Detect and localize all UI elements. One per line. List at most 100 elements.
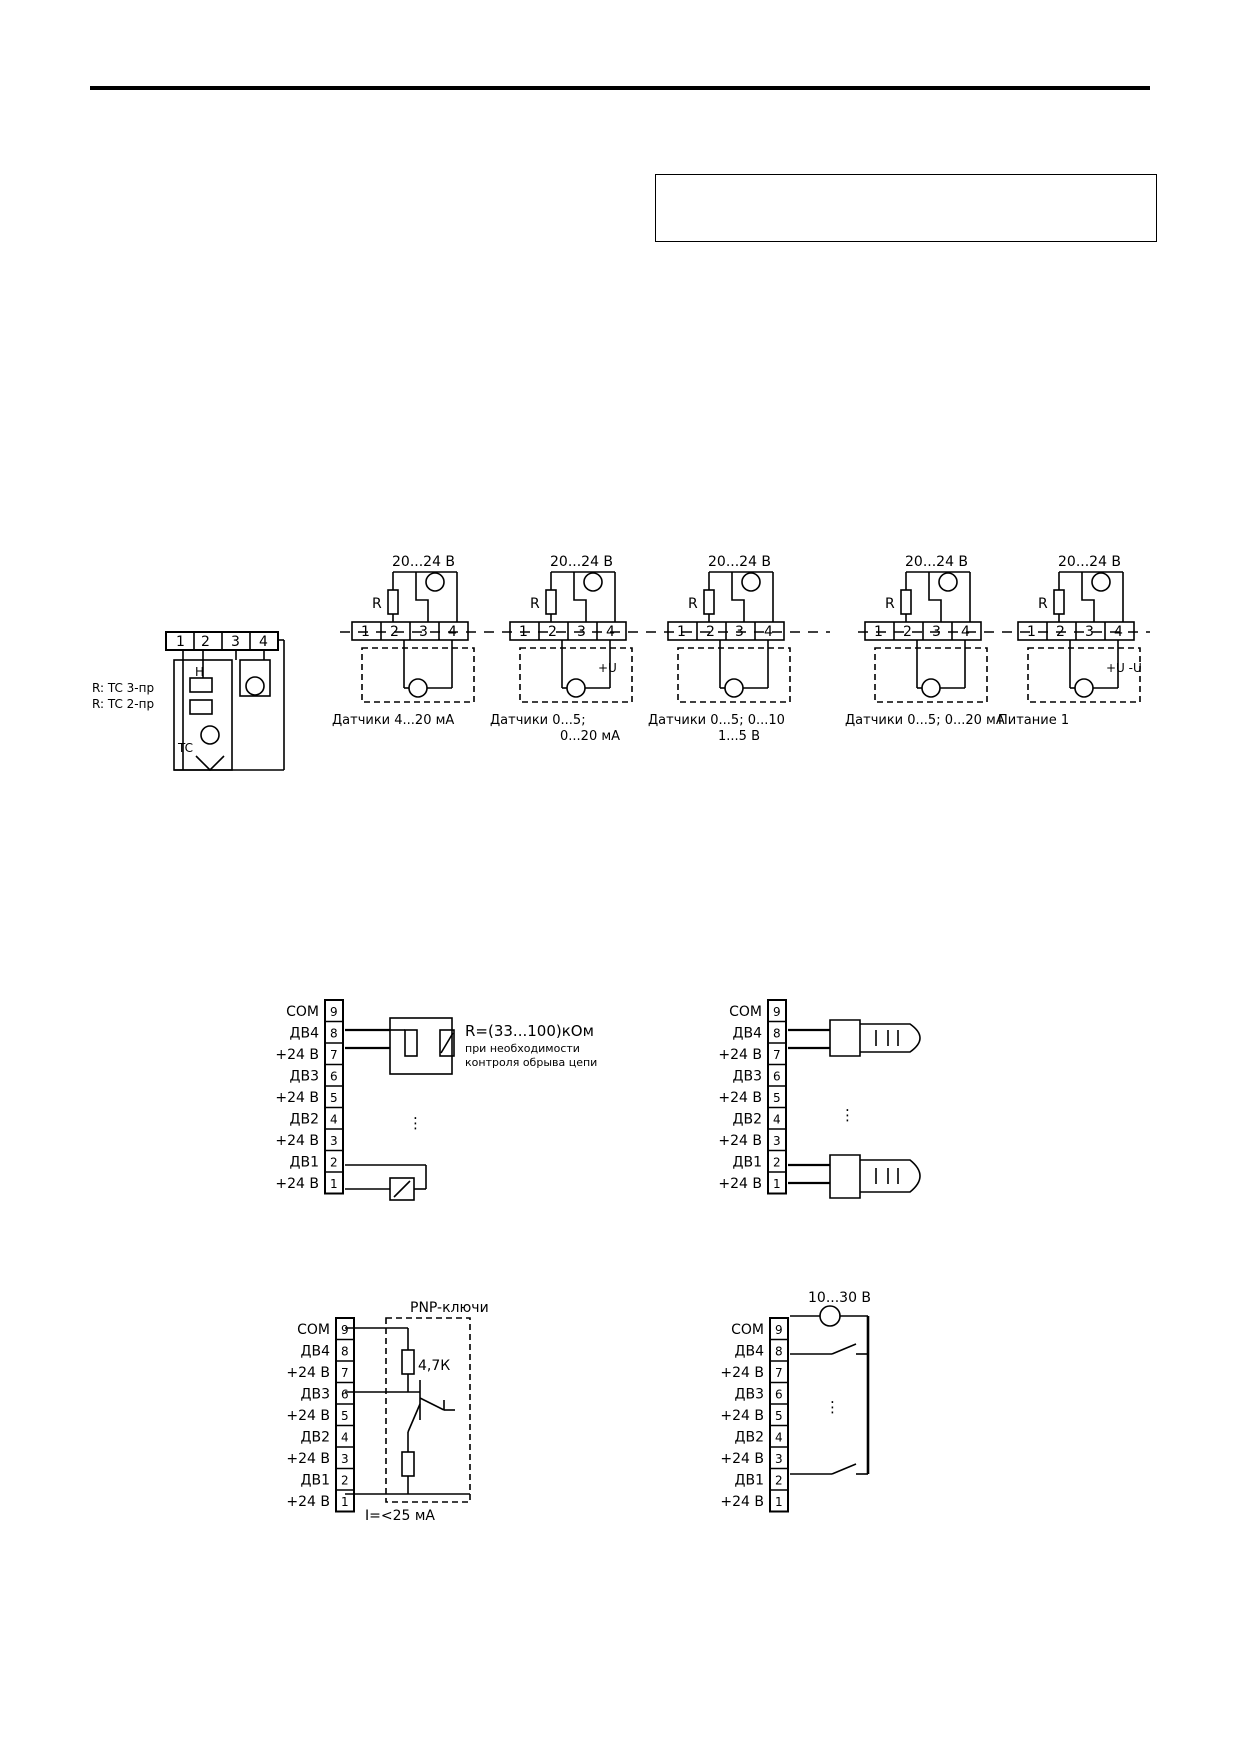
strip-label: +24 В xyxy=(718,1090,762,1106)
strip-number: 2 xyxy=(341,1474,349,1488)
strip-number: 9 xyxy=(341,1323,349,1337)
terminal-number: 4 xyxy=(606,624,615,640)
strip-label: ДВ1 xyxy=(735,1473,764,1489)
strip-label: +24 В xyxy=(720,1365,764,1381)
terminal-number: 4 xyxy=(764,624,773,640)
strip-label: +24 В xyxy=(275,1090,319,1106)
rtd-label-3wire: R: TC 3-пр xyxy=(92,681,154,695)
resistor-note: R=(33...100)кОм xyxy=(465,1022,594,1040)
strip-label: +24 В xyxy=(275,1047,319,1063)
strip-label: COM xyxy=(286,1004,319,1020)
pnp-diagram xyxy=(345,1317,471,1503)
terminal-number: 4 xyxy=(1114,624,1123,640)
terminal-number: 1 xyxy=(519,624,528,640)
unit-caption: Датчики 0...5; 0...10 xyxy=(648,713,785,728)
rtd-tc-label: TC xyxy=(177,741,193,755)
unit-extra-label: +U xyxy=(598,661,617,675)
optocoupler-diagram xyxy=(788,1019,921,1199)
strip-number: 3 xyxy=(330,1134,338,1148)
terminal-number: 1 xyxy=(677,624,686,640)
supply-label: 20...24 В xyxy=(550,554,613,570)
unit-caption-2: 0...20 мА xyxy=(560,729,620,744)
strip-number: 4 xyxy=(773,1113,781,1127)
ellipsis-3: ⋮ xyxy=(825,1398,840,1416)
pnp-current-label: I=<25 мА xyxy=(365,1508,435,1524)
external-supply-label: 10...30 В xyxy=(808,1290,871,1306)
resistor-label: R xyxy=(372,596,382,612)
strip-number: 4 xyxy=(330,1113,338,1127)
strip-number: 2 xyxy=(775,1474,783,1488)
strip-number: 5 xyxy=(773,1091,781,1105)
strip-number: 5 xyxy=(341,1409,349,1423)
strip-number: 7 xyxy=(775,1366,783,1380)
strip-number: 1 xyxy=(773,1177,781,1191)
strip-number: 8 xyxy=(773,1027,781,1041)
terminal-number: 2 xyxy=(1056,624,1065,640)
pnp-resistor-label: 4,7К xyxy=(418,1358,450,1374)
strip-number: 1 xyxy=(330,1177,338,1191)
strip-number: 8 xyxy=(341,1345,349,1359)
strip-label: ДВ2 xyxy=(733,1112,762,1128)
strip-number: 6 xyxy=(773,1070,781,1084)
strip-label: ДВ2 xyxy=(735,1430,764,1446)
strip-label: ДВ4 xyxy=(733,1026,763,1042)
strip-number: 3 xyxy=(773,1134,781,1148)
strip-label: COM xyxy=(729,1004,762,1020)
unit-caption: Датчики 0...5; xyxy=(490,713,586,728)
strip-label: +24 В xyxy=(286,1365,330,1381)
terminal-number: 1 xyxy=(874,624,883,640)
strip-number: 5 xyxy=(775,1409,783,1423)
strip-number: 8 xyxy=(330,1027,338,1041)
terminal-number: 1 xyxy=(361,624,370,640)
strip-number: 6 xyxy=(330,1070,338,1084)
strip-label: ДВ1 xyxy=(301,1473,330,1489)
strip-number: 3 xyxy=(341,1452,349,1466)
strip-number: 5 xyxy=(330,1091,338,1105)
terminal-number: 3 xyxy=(735,624,744,640)
external-supply-diagram xyxy=(790,1305,870,1475)
strip-number: 2 xyxy=(773,1156,781,1170)
strip-number: 7 xyxy=(773,1048,781,1062)
strip-label: ДВ2 xyxy=(301,1430,330,1446)
strip-number: 6 xyxy=(341,1388,349,1402)
strip-label: ДВ2 xyxy=(290,1112,319,1128)
unit-caption: Питание 1 xyxy=(998,713,1069,728)
rtd-terminal-numbers: 1 2 3 4 xyxy=(176,634,268,650)
strip-label: +24 В xyxy=(286,1494,330,1510)
resistor-label: R xyxy=(688,596,698,612)
strip-number: 9 xyxy=(773,1005,781,1019)
strip-label: ДВ4 xyxy=(735,1344,765,1360)
strip-label: +24 В xyxy=(275,1176,319,1192)
terminal-number: 2 xyxy=(390,624,399,640)
resistor-note-2: при необходимости xyxy=(465,1042,580,1055)
ellipsis-1: ⋮ xyxy=(408,1114,423,1132)
strip-label: +24 В xyxy=(718,1133,762,1149)
strip-number: 9 xyxy=(775,1323,783,1337)
rtd-terminal: 3 xyxy=(231,634,240,650)
supply-label: 20...24 В xyxy=(905,554,968,570)
supply-label: 20...24 В xyxy=(1058,554,1121,570)
rtd-terminal: 2 xyxy=(201,634,210,650)
strip-label: +24 В xyxy=(720,1494,764,1510)
terminal-number: 4 xyxy=(961,624,970,640)
strip-number: 2 xyxy=(330,1156,338,1170)
terminal-number: 1 xyxy=(1027,624,1036,640)
resistor-label: R xyxy=(530,596,540,612)
strip-label: ДВ4 xyxy=(301,1344,331,1360)
strip-label: ДВ3 xyxy=(290,1069,319,1085)
strip-label: ДВ1 xyxy=(290,1155,319,1171)
unit-caption: Датчики 0...5; 0...20 мА xyxy=(845,713,1005,728)
strip-label: +24 В xyxy=(275,1133,319,1149)
supply-label: 20...24 В xyxy=(708,554,771,570)
resistor-label: R xyxy=(1038,596,1048,612)
rtd-label-2wire: R: TC 2-пр xyxy=(92,697,154,711)
rtd-terminal: 4 xyxy=(259,634,268,650)
strip-number: 3 xyxy=(775,1452,783,1466)
rtd-terminal: 1 xyxy=(176,634,185,650)
terminal-number: 4 xyxy=(448,624,457,640)
